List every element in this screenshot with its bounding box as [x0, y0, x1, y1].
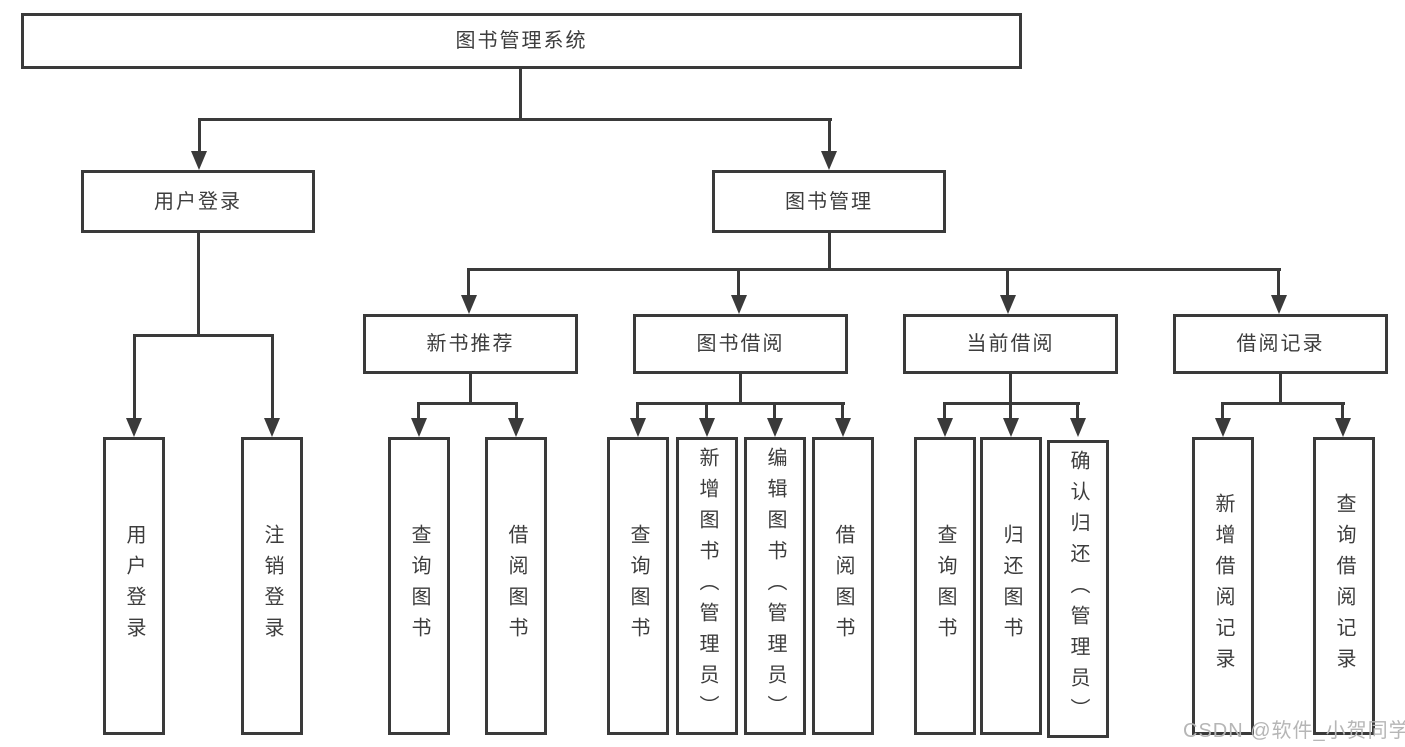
connector-arm-leaf	[841, 402, 844, 420]
arrow-down-icon	[191, 151, 207, 170]
leaf-br-query-record: 查询借阅记录	[1313, 437, 1375, 735]
arrow-down-icon	[731, 295, 747, 314]
node-borrow-records: 借阅记录	[1173, 314, 1388, 374]
connector-arm-leaf	[1221, 402, 1224, 420]
node-user-login: 用户登录	[81, 170, 315, 233]
leaf-rec-query-book: 查询图书	[388, 437, 450, 735]
connector-user-login-stem	[197, 232, 200, 336]
connector-book-mgmt-stem	[828, 232, 831, 271]
arrow-down-icon	[937, 418, 953, 437]
connector-new-book-rec-rail	[417, 402, 518, 405]
connector-arm-new-book-rec	[467, 268, 470, 297]
connector-arm-leaf-logout	[271, 334, 274, 420]
arrow-down-icon	[1271, 295, 1287, 314]
connector-arm-leaf	[636, 402, 639, 420]
leaf-cb-return-book: 归还图书	[980, 437, 1042, 735]
connector-borrow-records-stem	[1279, 374, 1282, 404]
node-new-book-recommend: 新书推荐	[363, 314, 578, 374]
connector-current-borrow-stem	[1009, 374, 1012, 404]
connector-arm-book-mgmt	[828, 118, 831, 154]
leaf-bb-borrow-book: 借阅图书	[812, 437, 874, 735]
arrow-down-icon	[1335, 418, 1351, 437]
leaf-cb-query-book: 查询图书	[914, 437, 976, 735]
arrow-down-icon	[461, 295, 477, 314]
node-current-borrowing: 当前借阅	[903, 314, 1118, 374]
connector-level1-rail	[198, 118, 832, 121]
connector-arm-leaf	[417, 402, 420, 420]
connector-arm-borrow-records	[1277, 268, 1280, 297]
connector-arm-leaf	[705, 402, 708, 420]
connector-book-mgmt-rail	[467, 268, 1281, 271]
leaf-bb-edit-book-admin: 编辑图书（管理员）	[744, 437, 806, 735]
connector-arm-leaf	[1076, 402, 1079, 420]
connector-arm-leaf	[515, 402, 518, 420]
arrow-down-icon	[630, 418, 646, 437]
arrow-down-icon	[821, 151, 837, 170]
connector-new-book-rec-stem	[469, 374, 472, 404]
connector-arm-leaf	[1009, 402, 1012, 420]
leaf-cb-confirm-return-admin: 确认归还（管理员）	[1047, 440, 1109, 738]
leaf-rec-borrow-book: 借阅图书	[485, 437, 547, 735]
arrow-down-icon	[411, 418, 427, 437]
arrow-down-icon	[767, 418, 783, 437]
leaf-bb-add-book-admin: 新增图书（管理员）	[676, 437, 738, 735]
arrow-down-icon	[835, 418, 851, 437]
arrow-down-icon	[264, 418, 280, 437]
arrow-down-icon	[1215, 418, 1231, 437]
connector-arm-leaf	[1341, 402, 1344, 420]
arrow-down-icon	[1003, 418, 1019, 437]
leaf-br-add-record: 新增借阅记录	[1192, 437, 1254, 735]
connector-borrow-records-rail	[1221, 402, 1345, 405]
node-book-borrowing: 图书借阅	[633, 314, 848, 374]
arrow-down-icon	[508, 418, 524, 437]
leaf-logout: 注销登录	[241, 437, 303, 735]
arrow-down-icon	[1070, 418, 1086, 437]
connector-book-borrow-rail	[636, 402, 845, 405]
csdn-watermark: CSDN @软件_小贺同学	[1183, 720, 1405, 742]
arrow-down-icon	[699, 418, 715, 437]
connector-arm-book-borrow	[737, 268, 740, 297]
leaf-user-login: 用户登录	[103, 437, 165, 735]
connector-arm-user-login	[198, 118, 201, 154]
node-root-system: 图书管理系统	[21, 13, 1022, 69]
arrow-down-icon	[1000, 295, 1016, 314]
connector-user-login-rail	[133, 334, 274, 337]
arrow-down-icon	[126, 418, 142, 437]
connector-arm-leaf	[943, 402, 946, 420]
connector-arm-current-borrow	[1006, 268, 1009, 297]
node-book-management: 图书管理	[712, 170, 946, 233]
connector-arm-leaf-user-login	[133, 334, 136, 420]
connector-root-stem	[519, 68, 522, 120]
connector-book-borrow-stem	[739, 374, 742, 404]
connector-arm-leaf	[773, 402, 776, 420]
leaf-bb-query-book: 查询图书	[607, 437, 669, 735]
